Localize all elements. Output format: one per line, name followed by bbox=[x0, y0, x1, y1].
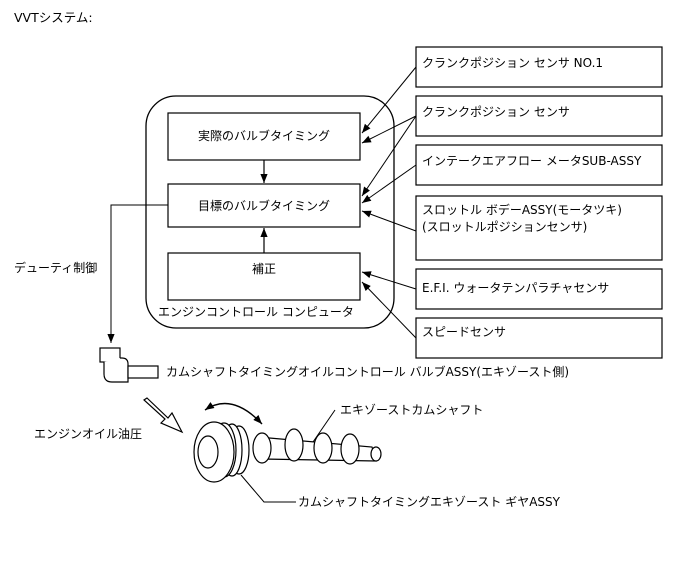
sensor-speed: スピードセンサ bbox=[415, 317, 663, 359]
correction-box bbox=[167, 252, 361, 301]
gear-label: カムシャフトタイミングエキゾースト ギヤASSY bbox=[298, 495, 561, 509]
sensor-label: インテークエアフロー メータSUB-ASSY bbox=[422, 154, 642, 168]
sensor-label: E.F.I. ウォータテンパラチャセンサ bbox=[422, 281, 609, 295]
actual-timing-label: 実際のバルブタイミング bbox=[198, 128, 330, 143]
target-timing-label: 目標のバルブタイミング bbox=[198, 198, 330, 213]
sensor-label: クランクポジション センサ bbox=[422, 105, 570, 119]
oil-control-valve-icon bbox=[99, 347, 159, 383]
sensor-water-temp: E.F.I. ウォータテンパラチャセンサ bbox=[415, 268, 663, 310]
camshaft-leader bbox=[312, 409, 336, 443]
sensor-label-sub: (スロットルポジションセンサ) bbox=[422, 220, 587, 234]
correction-label: 補正 bbox=[252, 262, 276, 276]
sensor-label: クランクポジション センサ NO.1 bbox=[422, 56, 603, 70]
sensor-signal-arrows bbox=[361, 66, 417, 339]
oil-pressure-arrow-icon bbox=[143, 397, 184, 434]
sensor-label: スロットル ボデーASSY(モータツキ) bbox=[422, 202, 622, 217]
camshaft-gear-drawing bbox=[193, 421, 382, 483]
gear-leader bbox=[240, 474, 296, 503]
sensor-crank: クランクポジション センサ bbox=[415, 95, 663, 137]
target-timing-box bbox=[167, 183, 361, 228]
camshaft-label: エキゾーストカムシャフト bbox=[340, 403, 483, 417]
sensor-throttle-body: スロットル ボデーASSY(モータツキ) (スロットルポジションセンサ) bbox=[415, 195, 663, 261]
ecu-label: エンジンコントロール コンピュータ bbox=[158, 305, 354, 319]
engine-ecu-box bbox=[145, 95, 395, 329]
sensor-airflow-meter: インテークエアフロー メータSUB-ASSY bbox=[415, 144, 663, 186]
duty-control-label: デューティ制御 bbox=[14, 260, 97, 275]
rotation-arrow-icon bbox=[204, 402, 263, 425]
duty-control-line bbox=[107, 204, 168, 343]
diagram-title: VVTシステム: bbox=[14, 10, 93, 25]
ocv-label: カムシャフトタイミングオイルコントロール バルブASSY(エキゾースト側) bbox=[166, 364, 569, 379]
oil-pressure-label: エンジンオイル油圧 bbox=[34, 427, 142, 441]
sensor-crank-no1: クランクポジション センサ NO.1 bbox=[415, 46, 663, 88]
sensor-label: スピードセンサ bbox=[422, 325, 506, 339]
